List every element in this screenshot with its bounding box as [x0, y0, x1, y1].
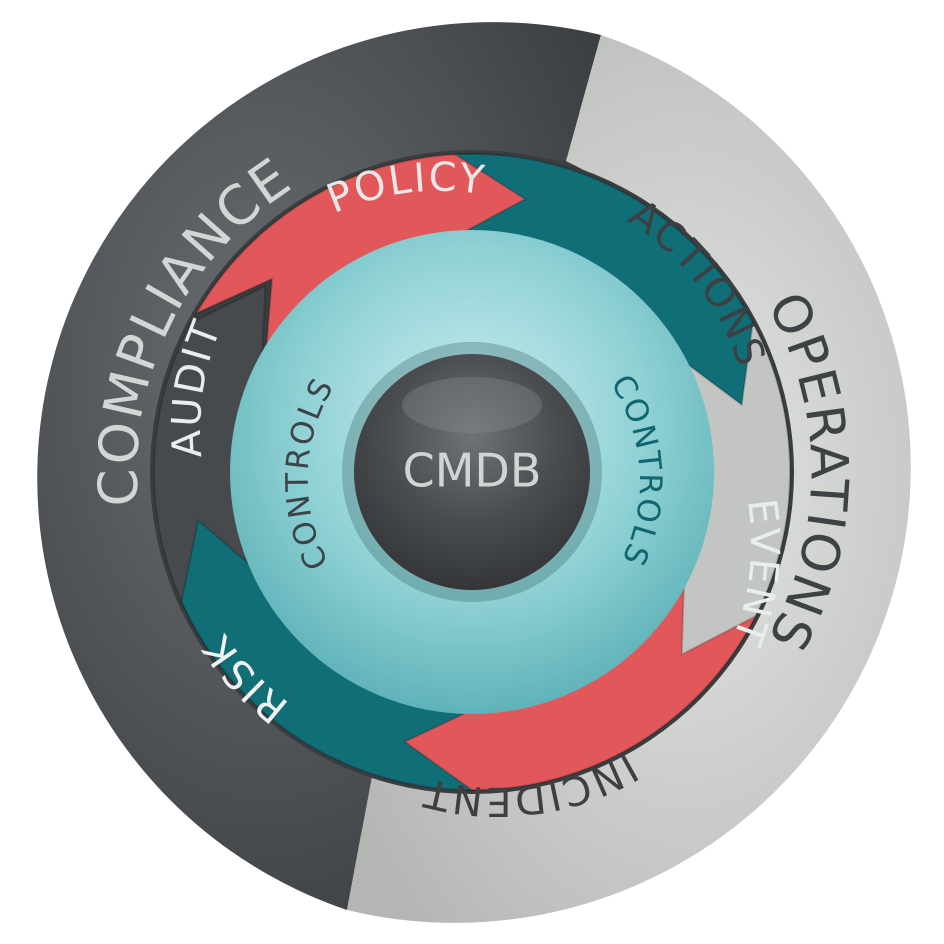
cycle-ring	[153, 153, 791, 792]
cmdb-label: CMDB	[403, 444, 542, 498]
compliance-ring-segment	[37, 22, 602, 911]
cmdb-core-highlight	[402, 377, 542, 433]
operations-ring-segment	[347, 35, 911, 923]
cmdb-core	[354, 354, 590, 590]
